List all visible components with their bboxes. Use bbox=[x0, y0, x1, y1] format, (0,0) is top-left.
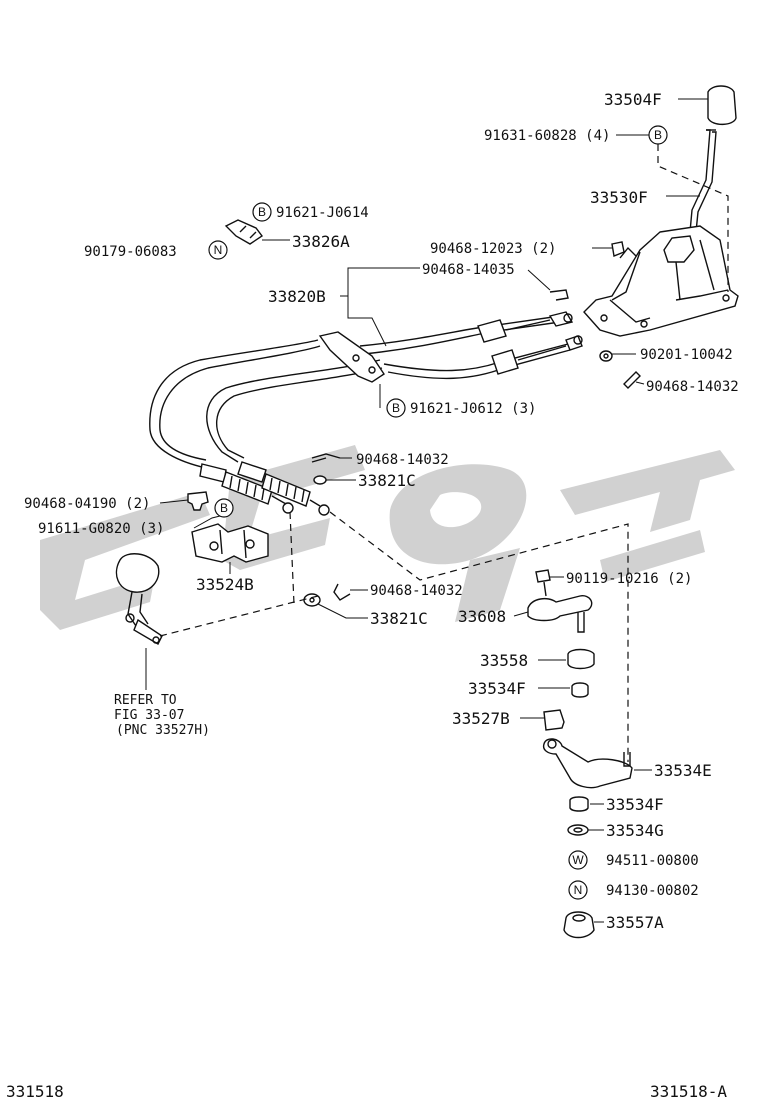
bushing-33534F-lower bbox=[569, 796, 604, 812]
pin-90468-14032-mid bbox=[311, 453, 352, 463]
shift-knob-33504F bbox=[678, 85, 737, 126]
dashed-leader-cable-lower bbox=[289, 511, 295, 605]
label-33527B: 33527B bbox=[452, 709, 510, 728]
label-33534F-lower: 33534F bbox=[606, 795, 664, 814]
washer-33821C-upper bbox=[313, 475, 356, 485]
link-33608 bbox=[513, 595, 593, 633]
footer-left-code: 331518 bbox=[6, 1082, 64, 1101]
label-90468-12023: 90468-12023 (2) bbox=[430, 241, 556, 257]
svg-text:B: B bbox=[654, 128, 662, 142]
bracket-33524B bbox=[191, 523, 269, 574]
symbol-b-91611: B bbox=[193, 498, 234, 529]
label-94130-00802: 94130-00802 bbox=[606, 883, 699, 899]
label-94511-00800: 94511-00800 bbox=[606, 853, 699, 869]
label-33557A: 33557A bbox=[606, 913, 664, 932]
label-90468-14032-lower: 90468-14032 bbox=[370, 583, 463, 599]
svg-text:W: W bbox=[572, 853, 584, 867]
leader-90468-14035 bbox=[527, 269, 551, 291]
bushing-33527B bbox=[520, 709, 565, 731]
label-90119-10216: 90119-10216 (2) bbox=[566, 571, 692, 587]
label-33608: 33608 bbox=[458, 607, 506, 626]
label-33821C-upper: 33821C bbox=[358, 471, 416, 490]
pin-90468-14032-lower bbox=[333, 583, 368, 601]
label-90468-14032-mid: 90468-14032 bbox=[356, 452, 449, 468]
label-90468-14035: 90468-14035 bbox=[422, 262, 515, 278]
dashed-leader-lever bbox=[657, 144, 729, 292]
leader-33820B-top bbox=[347, 267, 420, 298]
footer-right-code: 331518-A bbox=[650, 1082, 727, 1101]
symbol-n-90179: N bbox=[208, 240, 228, 260]
svg-text:B: B bbox=[392, 401, 400, 415]
transmission-shift-lever bbox=[115, 553, 163, 690]
dashed-leader-lever-washer bbox=[159, 595, 319, 637]
label-91621-J0614: 91621-J0614 bbox=[276, 205, 369, 221]
pin-90468-14032-upper bbox=[623, 371, 645, 389]
washer-33534G bbox=[567, 824, 604, 836]
symbol-b-91621-J0612: B bbox=[379, 384, 406, 418]
label-33534G: 33534G bbox=[606, 821, 664, 840]
label-33558: 33558 bbox=[480, 651, 528, 670]
refer-note-line3: (PNC 33527H) bbox=[116, 723, 210, 738]
svg-text:B: B bbox=[220, 501, 228, 515]
svg-text:B: B bbox=[258, 205, 266, 219]
label-33826A: 33826A bbox=[292, 232, 350, 251]
symbol-n-94130: N bbox=[568, 880, 588, 900]
svg-text:N: N bbox=[214, 243, 223, 257]
leader-33820B-bottom bbox=[347, 298, 387, 347]
label-90468-14032-upper: 90468-14032 bbox=[646, 379, 739, 395]
label-90201-10042: 90201-10042 bbox=[640, 347, 733, 363]
bushing-33534F-upper bbox=[538, 682, 589, 698]
label-91611-G0820: 91611-G0820 (3) bbox=[38, 521, 164, 537]
label-33504F: 33504F bbox=[604, 90, 662, 109]
symbol-b-91621-J0614: B bbox=[252, 202, 272, 222]
refer-note-line2: FIG 33-07 bbox=[114, 708, 184, 723]
symbol-b-91631: B bbox=[616, 125, 668, 145]
clip-90468-12023 bbox=[611, 241, 625, 257]
clip-90468-14035 bbox=[549, 289, 569, 301]
clip-33826A bbox=[224, 219, 290, 245]
washer-90201-10042 bbox=[599, 350, 636, 362]
label-33534F-upper: 33534F bbox=[468, 679, 526, 698]
nut-33557A bbox=[563, 911, 604, 939]
bolt-90119-10216 bbox=[535, 569, 564, 597]
label-33530F: 33530F bbox=[590, 188, 648, 207]
label-33820B: 33820B bbox=[268, 287, 326, 306]
label-33524B: 33524B bbox=[196, 575, 254, 594]
label-33534E: 33534E bbox=[654, 761, 712, 780]
arm-33534E bbox=[542, 738, 652, 789]
shift-lever-housing bbox=[583, 225, 739, 337]
dashed-leader-cable-link bbox=[329, 511, 629, 762]
refer-note-line1: REFER TO bbox=[114, 693, 177, 708]
label-91621-J0612: 91621-J0612 (3) bbox=[410, 401, 536, 417]
bushing-33558 bbox=[538, 648, 595, 670]
shift-lever-33530F bbox=[666, 129, 717, 233]
svg-text:N: N bbox=[574, 883, 583, 897]
clip-90468-04190 bbox=[159, 491, 209, 511]
symbol-w-94511: W bbox=[568, 850, 588, 870]
label-33821C-lower: 33821C bbox=[370, 609, 428, 628]
label-90468-04190: 90468-04190 (2) bbox=[24, 496, 150, 512]
label-91631-60828: 91631-60828 (4) bbox=[484, 128, 610, 144]
label-90179-06083: 90179-06083 bbox=[84, 244, 177, 260]
shift-cable-33820B bbox=[149, 311, 583, 516]
